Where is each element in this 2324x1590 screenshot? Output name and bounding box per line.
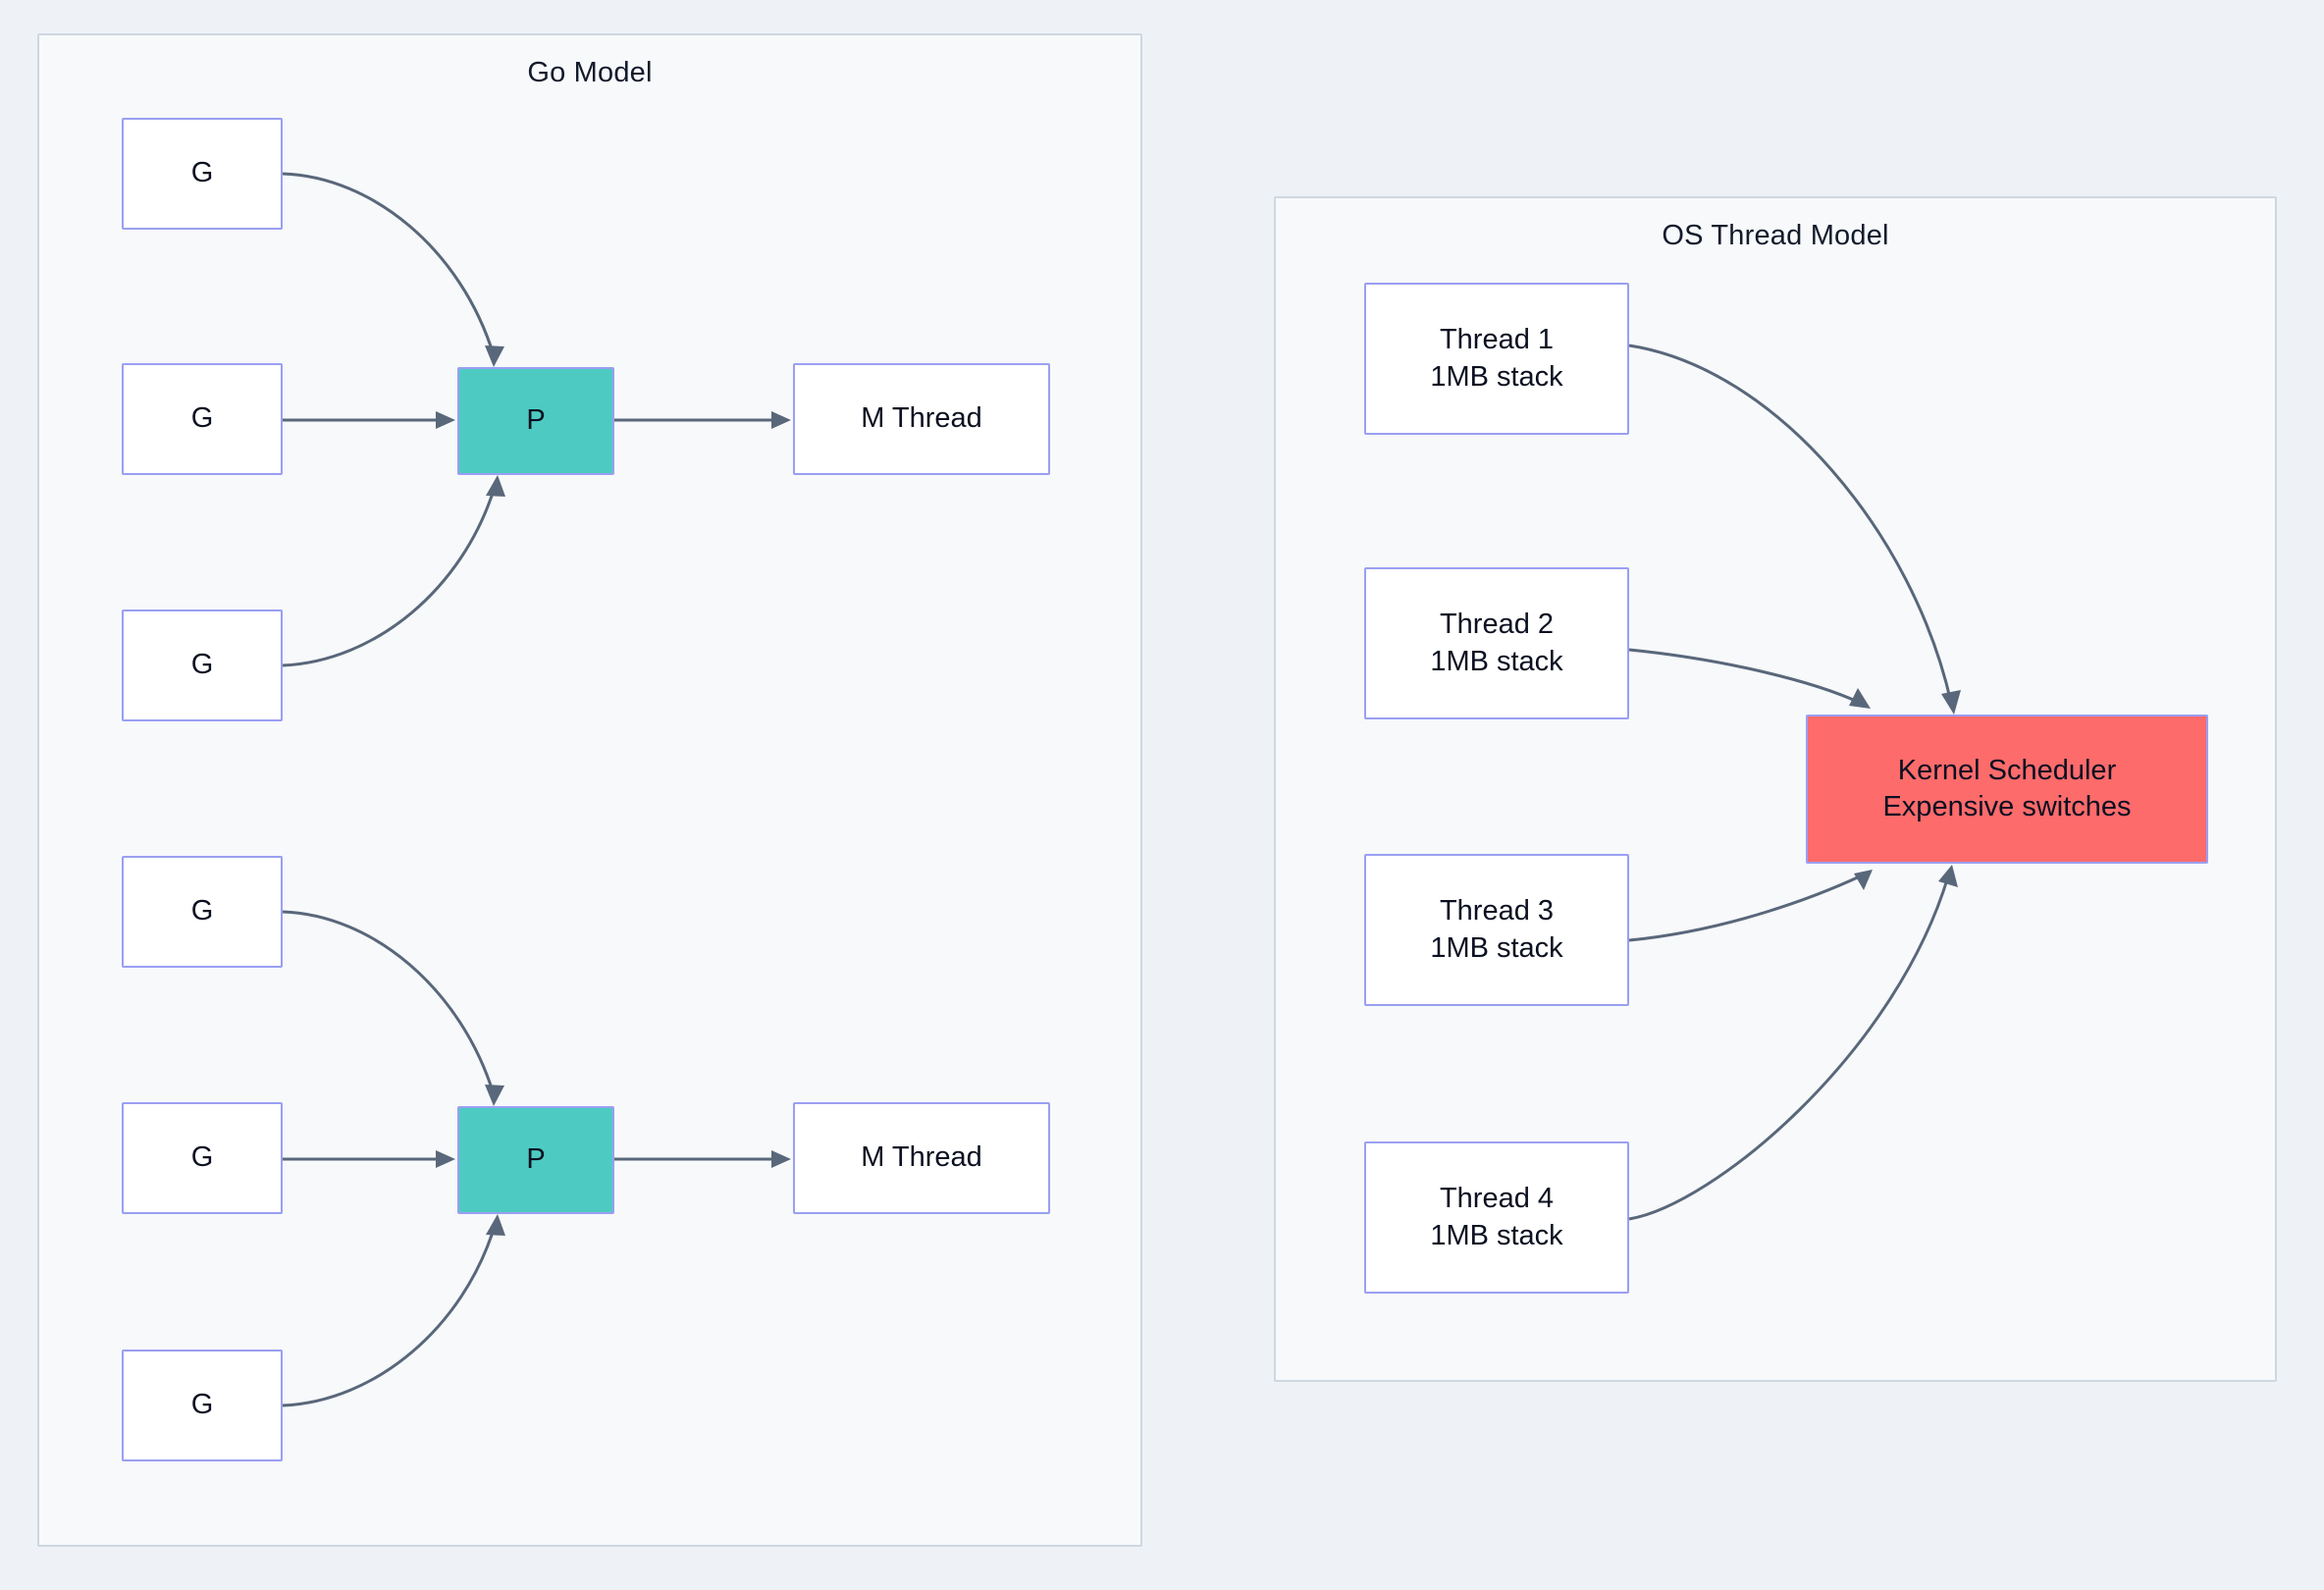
scheduler-name: Kernel Scheduler (1897, 754, 2117, 786)
node-thread-1[interactable]: Thread 1 1MB stack (1364, 283, 1629, 435)
thread-stack: 1MB stack (1430, 360, 1563, 393)
node-processor-upper[interactable]: P (457, 367, 614, 475)
thread-name: Thread 2 (1439, 609, 1555, 641)
node-thread-2[interactable]: Thread 2 1MB stack (1364, 567, 1629, 719)
node-thread-3[interactable]: Thread 3 1MB stack (1364, 854, 1629, 1006)
panel-go-model: Go Model (37, 33, 1142, 1547)
thread-stack: 1MB stack (1430, 931, 1563, 964)
node-kernel-scheduler[interactable]: Kernel Scheduler Expensive switches (1806, 715, 2208, 864)
node-label: G (190, 1141, 214, 1174)
node-label: P (526, 404, 546, 437)
thread-name: Thread 3 (1439, 895, 1555, 928)
node-label: M Thread (861, 1141, 982, 1174)
node-goroutine-top-3[interactable]: G (122, 610, 283, 721)
node-label: G (190, 402, 214, 435)
thread-name: Thread 4 (1439, 1183, 1555, 1215)
node-m-thread-lower[interactable]: M Thread (793, 1102, 1050, 1214)
node-goroutine-bottom-2[interactable]: G (122, 1102, 283, 1214)
node-label: G (190, 649, 214, 681)
node-label: P (526, 1143, 546, 1176)
node-goroutine-bottom-1[interactable]: G (122, 856, 283, 968)
thread-name: Thread 1 (1439, 324, 1555, 356)
panel-go-model-title: Go Model (527, 57, 653, 88)
node-m-thread-upper[interactable]: M Thread (793, 363, 1050, 475)
node-label: G (190, 895, 214, 928)
node-label: M Thread (861, 402, 982, 435)
thread-stack: 1MB stack (1430, 645, 1563, 677)
node-goroutine-top-2[interactable]: G (122, 363, 283, 475)
thread-stack: 1MB stack (1430, 1219, 1563, 1251)
node-processor-lower[interactable]: P (457, 1106, 614, 1214)
scheduler-note: Expensive switches (1882, 791, 2132, 822)
node-label: G (190, 1389, 214, 1421)
panel-os-thread-model-title: OS Thread Model (1662, 220, 1889, 251)
node-goroutine-bottom-3[interactable]: G (122, 1350, 283, 1461)
node-goroutine-top-1[interactable]: G (122, 118, 283, 230)
node-thread-4[interactable]: Thread 4 1MB stack (1364, 1141, 1629, 1294)
node-label: G (190, 157, 214, 189)
